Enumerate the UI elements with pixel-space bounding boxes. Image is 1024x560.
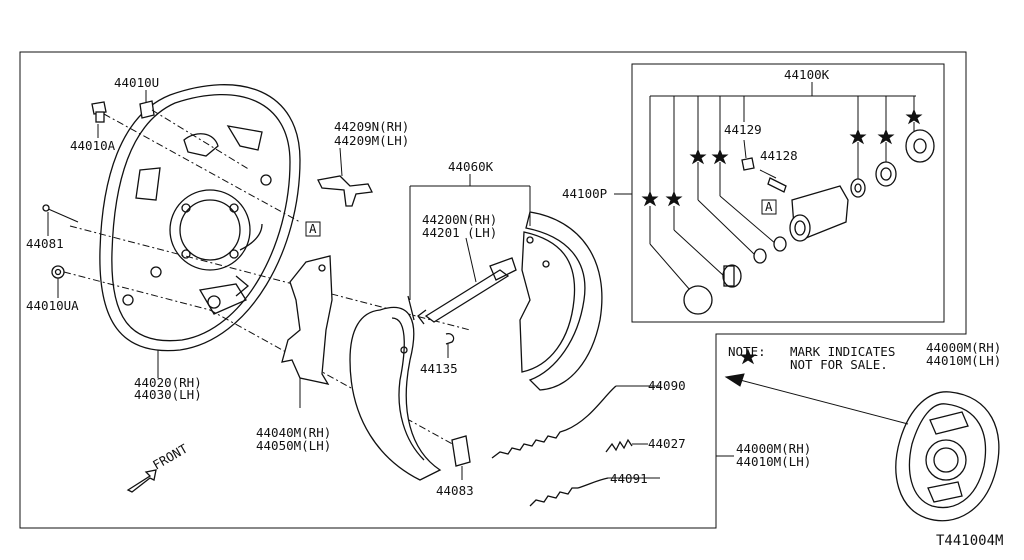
ref-marker-a-left: A [305,221,321,237]
wheel-cylinder-body [789,185,849,242]
pin-44081 [42,204,79,223]
boot-44129 [741,157,755,171]
label-44129: 44129 [724,122,762,137]
cylinder-piston-right [875,161,897,187]
label-44040m-rh: 44040M(RH) [256,425,331,440]
label-44128: 44128 [760,148,798,163]
ref-marker-a-text: A [309,221,317,236]
label-44209n-rh: 44209N(RH) [334,119,409,134]
note-line1-rest: MARK INDICATES [790,344,895,359]
brake-shoe-front [349,295,442,481]
label-44000m-rh-top: 44000M(RH) [926,340,1001,355]
lever-44209 [317,175,373,207]
front-label: FRONT [150,441,190,473]
cylinder-boot-left [683,285,713,315]
ref-marker-a-right: A [761,199,777,215]
clip-44010u [139,100,155,119]
cylinder-kit-frame [631,63,945,323]
label-44010m-lh: 44010M(LH) [736,454,811,469]
label-44100k: 44100K [784,67,830,82]
lever-leader [339,147,343,177]
label-44100p: 44100P [562,186,607,201]
spring-44091 [529,477,609,507]
label-44010a: 44010A [70,138,116,153]
label-44030-lh: 44030(LH) [134,387,202,402]
label-44010m-lh-top: 44010M(LH) [926,353,1001,368]
ref-marker-a-right-text: A [765,199,773,214]
note-line2: NOT FOR SALE. [790,357,888,372]
label-44000m-rh: 44000M(RH) [736,441,811,456]
shoe-set-bracket [409,174,531,300]
label-44200n-rh: 44200N(RH) [422,212,497,227]
drawing-number: T441004M [936,533,1003,549]
spring-44027 [605,438,633,453]
cylinder-seal-left [773,236,787,252]
cylinder-piston-left [722,264,742,288]
bolt-44010a [91,101,107,123]
not-for-sale-stars [641,108,923,365]
label-44050m-lh: 44050M(LH) [256,438,331,453]
label-44010u: 44010U [114,75,159,90]
adjuster-44200n [417,257,517,325]
label-44209m-lh: 44209M(LH) [334,133,409,148]
cylinder-boot-right [905,129,935,163]
shoe-hold-44083 [451,435,471,467]
complete-assembly-thumbnail [895,391,1000,522]
label-44090: 44090 [648,378,686,393]
label-44201-lh: 44201 (LH) [422,225,497,240]
label-44135: 44135 [420,361,458,376]
label-44010ua: 44010UA [26,298,79,313]
label-44091: 44091 [610,471,648,486]
brake-shoe-rear [519,211,603,391]
clip-44135 [445,332,455,345]
nut-44010ua [51,265,65,279]
main-frame [19,51,967,529]
axis-line-4 [151,109,251,171]
bleeder-44128 [767,177,787,193]
strut-44040m [281,255,333,385]
cylinder-seal-right [850,178,866,198]
axis-line-3 [63,271,457,447]
label-44020-rh: 44020(RH) [134,375,202,390]
label-44083: 44083 [436,483,474,498]
pointer-arrow [724,373,909,425]
adjuster-leader [465,237,477,283]
label-44060k: 44060K [448,159,494,174]
backing-plate [99,84,301,352]
label-44027: 44027 [648,436,686,451]
note-prefix: NOTE: [728,344,766,359]
label-44081: 44081 [26,236,64,251]
axis-line-2 [69,225,471,331]
cylinder-cup-left [753,248,767,264]
axis-line-1 [103,113,301,223]
spring-44090 [491,385,617,459]
front-arrow [126,469,157,493]
